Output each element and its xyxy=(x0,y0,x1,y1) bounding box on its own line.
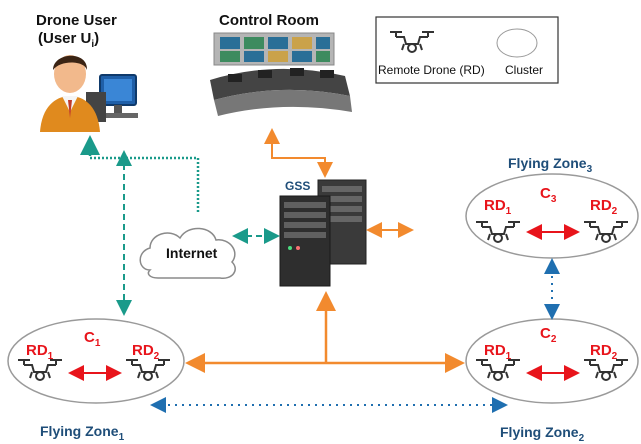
flying-zone-1-cluster xyxy=(7,318,185,404)
zone-subscript: 3 xyxy=(586,163,593,175)
legend-rd-label: Remote Drone (RD) xyxy=(378,63,485,77)
flying-zone-2-label: Flying Zone2 xyxy=(500,425,584,444)
gss-label: GSS xyxy=(285,179,311,193)
zone2-rd-b-label: RD2 xyxy=(590,343,617,362)
rd-subscript: 2 xyxy=(611,206,618,217)
drone-user-subtitle-close: ) xyxy=(94,30,100,47)
zone-name: Flying Zone xyxy=(508,155,587,171)
zone3-rd-a-label: RD1 xyxy=(484,198,511,217)
control-room-gss-link xyxy=(271,140,333,178)
drone-user-subtitle-text: (User U xyxy=(38,30,92,47)
rd-text: RD xyxy=(132,342,154,359)
cluster-1-label: C1 xyxy=(84,330,100,349)
rd-subscript: 2 xyxy=(153,351,160,362)
cluster-letter: C xyxy=(84,329,95,346)
cluster-subscript: 3 xyxy=(550,194,557,205)
drone-user-subtitle: (User Ui) xyxy=(38,31,99,50)
cluster-2-label: C2 xyxy=(540,326,556,345)
rd-subscript: 1 xyxy=(505,351,512,362)
control-room-icon xyxy=(210,32,352,116)
server-icon xyxy=(279,179,367,287)
cluster-letter: C xyxy=(540,185,551,202)
internet-label: Internet xyxy=(166,245,218,261)
rd-text: RD xyxy=(26,342,48,359)
cloud-icon xyxy=(139,227,236,279)
legend-cluster-icon xyxy=(496,28,538,58)
user-at-computer-icon xyxy=(40,55,138,132)
cluster-subscript: 2 xyxy=(550,334,557,345)
control-room-title: Control Room xyxy=(219,12,319,29)
zone-name: Flying Zone xyxy=(500,424,579,440)
cluster-subscript: 1 xyxy=(94,338,101,349)
zone-subscript: 1 xyxy=(118,431,125,443)
rd-subscript: 1 xyxy=(47,351,54,362)
legend-cluster-label: Cluster xyxy=(505,63,544,77)
zone3-rd-b-label: RD2 xyxy=(590,198,617,217)
cluster-letter: C xyxy=(540,325,551,342)
rd-subscript: 1 xyxy=(505,206,512,217)
zone-name: Flying Zone xyxy=(40,423,119,439)
rd-text: RD xyxy=(484,342,506,359)
drone-user-title: Drone User xyxy=(36,12,117,29)
rd-subscript: 2 xyxy=(611,351,618,362)
flying-zone-1-label: Flying Zone1 xyxy=(40,424,124,443)
rd-text: RD xyxy=(484,197,506,214)
zone1-rd-a-label: RD1 xyxy=(26,343,53,362)
rd-text: RD xyxy=(590,342,612,359)
drone-user-subscript: i xyxy=(91,39,95,50)
user-internet-link xyxy=(88,150,200,214)
rd-text: RD xyxy=(590,197,612,214)
zone-subscript: 2 xyxy=(578,432,585,444)
zone2-rd-a-label: RD1 xyxy=(484,343,511,362)
flying-zone-3-label: Flying Zone3 xyxy=(508,156,592,175)
zone1-rd-b-label: RD2 xyxy=(132,343,159,362)
cluster-3-label: C3 xyxy=(540,186,556,205)
